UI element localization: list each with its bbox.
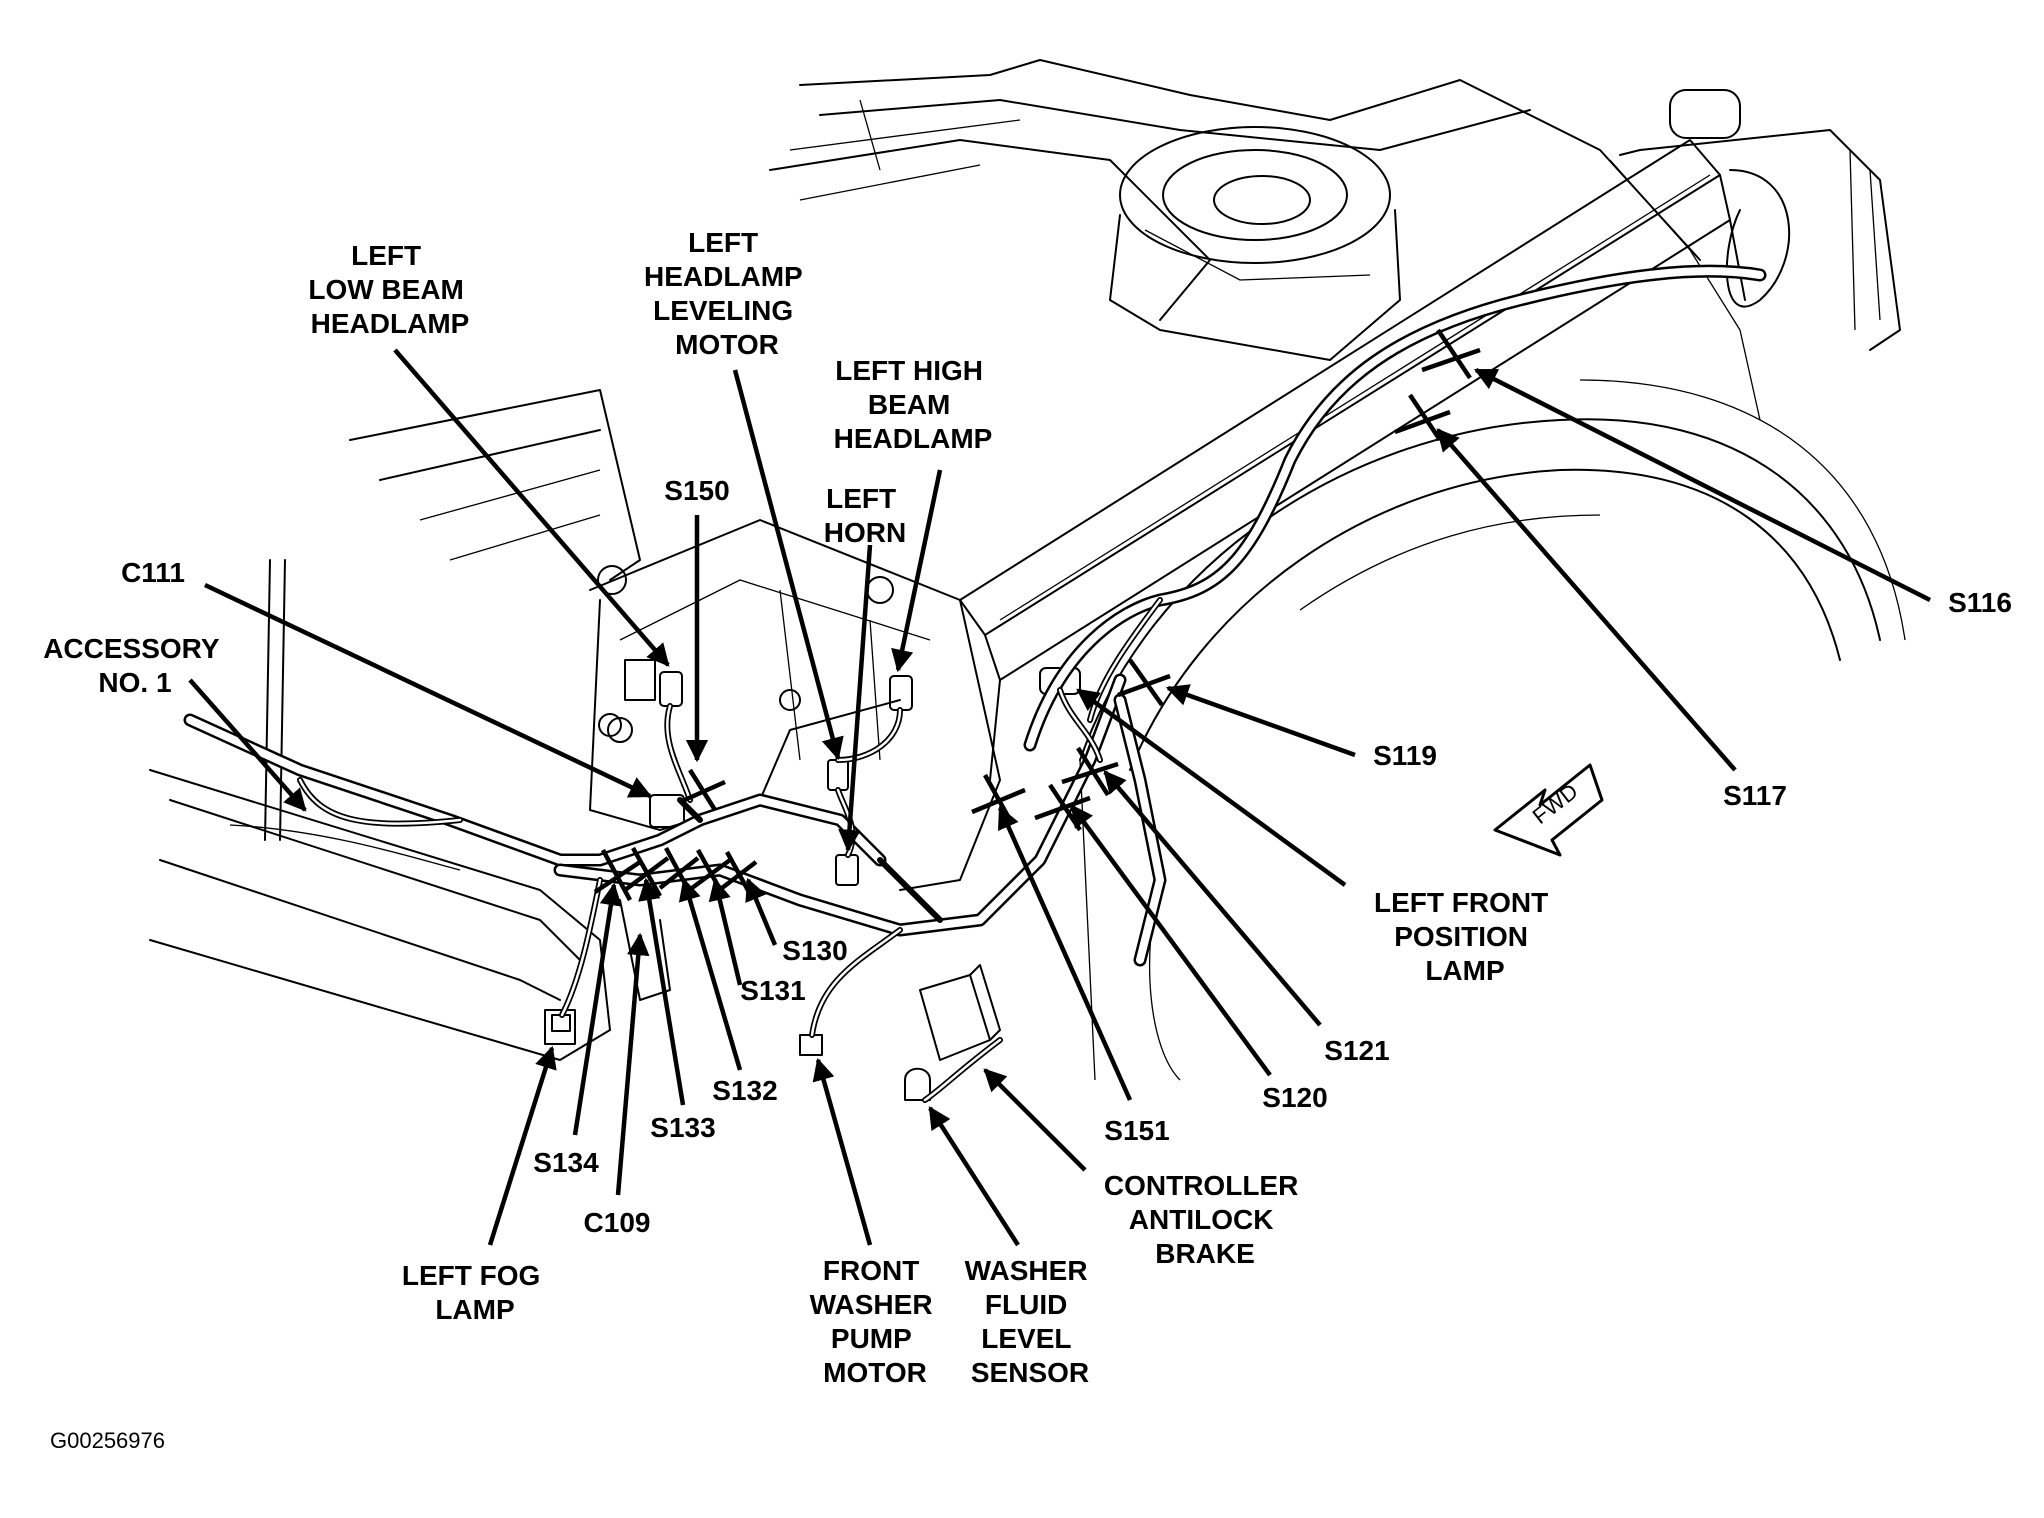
leader-lines [188,348,1932,1247]
label-s151: S151 [1104,1115,1169,1146]
label-left-headlamp-leveling-motor: LEFT HEADLAMP LEVELING MOTOR [644,227,810,360]
label-accessory-no-1: ACCESSORY NO. 1 [43,633,227,698]
label-left-low-beam-headlamp: LEFT LOW BEAM HEADLAMP [308,240,471,339]
leader-s131 [708,877,743,986]
leader-controller-antilock-brake [983,1068,1087,1172]
leader-c109 [615,932,650,1196]
leader-s130 [745,877,778,946]
leader-left-front-position-lamp [1076,688,1347,887]
leader-left-fog-lamp [487,1045,557,1246]
leader-s120 [1070,804,1272,1077]
vehicle-line-drawing [149,59,1906,1101]
label-washer-fluid-level-sensor: WASHER FLUID LEVEL SENSOR [965,1255,1096,1388]
label-left-high-beam-headlamp: LEFT HIGH BEAM HEADLAMP [834,355,993,454]
leader-s117 [1436,428,1737,772]
label-s132: S132 [712,1075,777,1106]
leader-washer-fluid-level-sensor [928,1106,1020,1247]
label-s133: S133 [650,1112,715,1143]
fwd-arrow: FWD [1493,763,1604,857]
label-c111: C111 [121,557,185,588]
leader-s132 [678,877,743,1071]
leader-front-washer-pump-motor [812,1057,873,1246]
leader-left-high-beam-headlamp [891,469,943,673]
leader-s134 [572,882,622,1136]
label-controller-antilock-brake: CONTROLLER ANTILOCK BRAKE [1104,1170,1306,1269]
leader-c111 [204,582,653,799]
label-c109: C109 [584,1207,651,1238]
label-s150: S150 [664,475,729,506]
label-s121: S121 [1324,1035,1389,1066]
label-front-washer-pump-motor: FRONT WASHER PUMP MOTOR [810,1255,941,1388]
label-left-front-position-lamp: LEFT FRONT POSITION LAMP [1374,887,1556,986]
leader-left-headlamp-leveling-motor [732,369,844,761]
leader-s119 [1165,684,1356,758]
label-s131: S131 [740,975,805,1006]
leader-left-horn [838,544,873,853]
label-left-horn: LEFT HORN [824,483,906,548]
leader-s133 [638,877,686,1106]
leader-s121 [1103,770,1322,1027]
figure-id: G00256976 [50,1428,165,1453]
label-s116: S116 [1948,587,2012,618]
leader-accessory-no-1 [188,678,307,812]
leader-s151 [997,805,1133,1101]
leader-left-low-beam-headlamp [393,348,670,667]
label-s130: S130 [782,935,847,966]
labels: LEFT LOW BEAM HEADLAMP LEFT HEADLAMP LEV… [43,227,2012,1453]
label-s117: S117 [1723,780,1787,811]
label-s134: S134 [533,1147,599,1178]
label-s119: S119 [1373,740,1437,771]
label-s120: S120 [1262,1082,1327,1113]
label-left-fog-lamp: LEFT FOG LAMP [402,1260,548,1325]
leader-s116 [1473,367,1932,603]
